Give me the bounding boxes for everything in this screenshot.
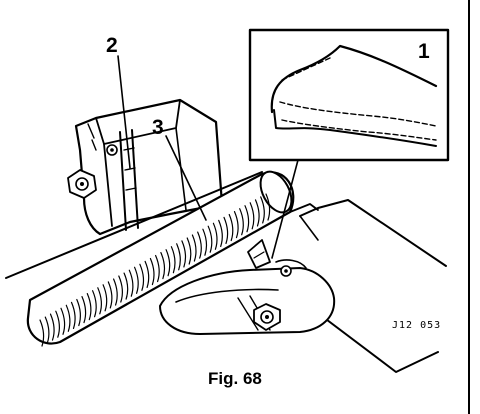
knurl-mark [60,307,66,335]
knurl-mark [76,298,81,327]
knurl-mark [228,213,234,242]
screw-head-icon [280,265,292,277]
knurl-mark [107,281,113,309]
knurl-mark [144,260,150,288]
knurl-mark [176,243,181,271]
knurl-mark [102,284,108,312]
knurl-mark [249,202,255,230]
figure-caption: Fig. 68 [208,369,262,388]
knurl-mark [181,240,187,268]
leader-lines [117,55,299,259]
knurl-mark [39,319,45,347]
knurl-mark [218,219,223,247]
knurl-mark [233,211,239,239]
knurl-mark [191,234,197,262]
screw-head-icon [106,144,118,156]
hex-bolt-icon [67,169,97,199]
hex-bolt-icon [253,303,281,331]
knurl-mark [92,290,97,318]
knurl-mark [86,293,92,321]
knurl-mark [65,304,71,332]
knurl-mark [265,193,271,221]
knurl-mark [139,263,145,291]
knurl-mark [170,246,176,274]
cutter-bar [5,170,319,347]
knurl-mark [55,310,60,338]
callout-2: 2 [106,34,118,57]
callout-3: 3 [152,116,164,139]
reference-code: J12 053 [392,320,441,331]
knurl-mark [239,208,244,236]
knurl-mark [244,205,250,233]
knurl-mark [49,313,55,341]
knurl-mark [149,257,155,286]
bar-knurling [39,193,271,347]
knurl-mark [70,301,76,329]
knurl-mark [165,249,171,277]
knurl-mark [186,237,192,265]
detail-inset [248,28,450,162]
knurl-mark [81,296,87,324]
knurl-mark [207,225,213,253]
knurl-mark [44,316,50,344]
knurl-mark [118,275,123,303]
knurl-mark [128,269,134,297]
knurl-mark [254,199,260,227]
knurl-mark [155,254,160,283]
knurl-mark [202,228,208,256]
knurl-mark [134,266,139,294]
knurl-mark [223,216,229,244]
knurl-mark [97,287,102,315]
knurl-mark [123,272,129,300]
knurl-mark [212,222,218,250]
knurl-mark [197,231,202,259]
callout-1: 1 [418,40,430,63]
knurl-mark [160,252,166,280]
cutter-blade [247,239,271,269]
lower-clamp [159,259,336,335]
knurl-mark [260,196,265,224]
knurl-mark [113,278,118,306]
